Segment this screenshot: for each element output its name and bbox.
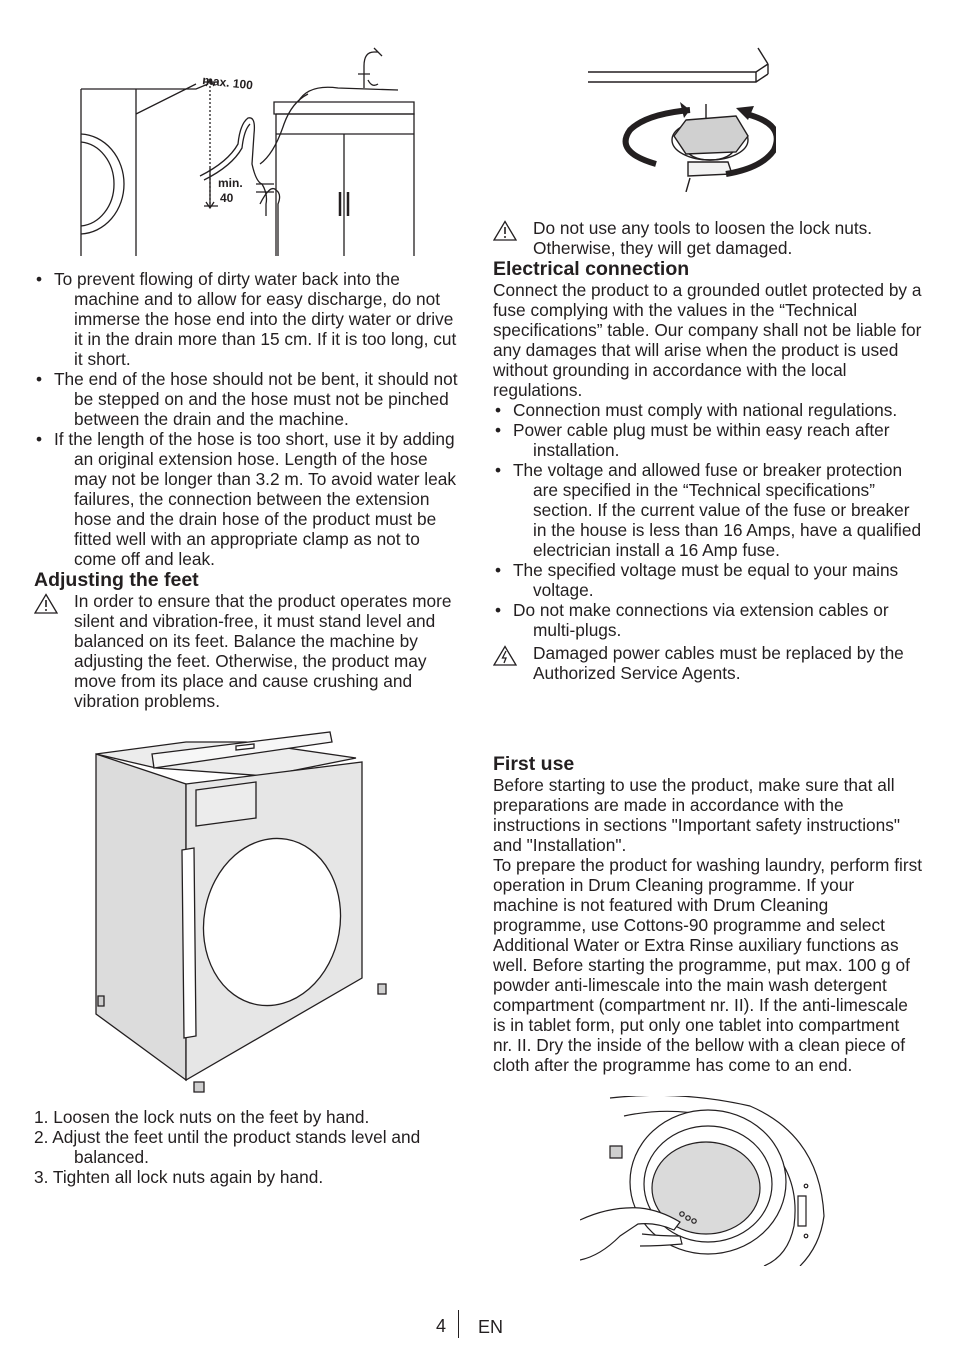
warning-icon bbox=[34, 593, 58, 614]
list-item: Connection must comply with national reg… bbox=[493, 400, 923, 420]
max-height-label: max. 100 bbox=[202, 73, 254, 92]
paragraph: Before starting to use the product, make… bbox=[493, 775, 901, 855]
hose-instructions: To prevent flowing of dirty water back i… bbox=[34, 269, 459, 711]
section-heading-adjusting-feet: Adjusting the feet bbox=[34, 569, 199, 591]
list-item: The specified voltage must be equal to y… bbox=[493, 560, 923, 600]
tools-warning: Do not use any tools to loosen the lock … bbox=[493, 218, 923, 258]
first-use-section: First use Before starting to use the pro… bbox=[493, 753, 923, 1075]
section-heading-electrical: Electrical connection bbox=[493, 258, 690, 280]
section-heading-first-use: First use bbox=[493, 753, 575, 775]
warning-text: Damaged power cables must be replaced by… bbox=[533, 643, 904, 683]
warning-text: In order to ensure that the product oper… bbox=[74, 591, 452, 711]
machine-feet-figure bbox=[95, 731, 387, 1093]
lock-nut-figure bbox=[588, 47, 776, 192]
paragraph: To prepare the product for washing laund… bbox=[493, 855, 923, 1075]
warning-text: Do not use any tools to loosen the lock … bbox=[533, 218, 873, 258]
list-item: Do not make connections via extension ca… bbox=[493, 600, 923, 640]
language-code: EN bbox=[478, 1317, 504, 1337]
min-height-label: min. bbox=[218, 176, 243, 190]
list-item: Power cable plug must be within easy rea… bbox=[493, 420, 923, 460]
list-item: 3. Tighten all lock nuts again by hand. bbox=[34, 1167, 324, 1187]
cable-warning: Damaged power cables must be replaced by… bbox=[493, 643, 923, 683]
list-item: To prevent flowing of dirty water back i… bbox=[34, 269, 459, 369]
warning-icon bbox=[493, 220, 517, 241]
list-item: The end of the hose should not be bent, … bbox=[34, 369, 459, 429]
electric-hazard-icon bbox=[493, 645, 517, 666]
feet-warning: In order to ensure that the product oper… bbox=[34, 591, 459, 711]
paragraph: Connect the product to a grounded outlet… bbox=[493, 280, 922, 400]
list-item: 2. Adjust the feet until the product sta… bbox=[34, 1127, 421, 1167]
list-item: The voltage and allowed fuse or breaker … bbox=[493, 460, 923, 560]
footer-divider bbox=[458, 1310, 459, 1338]
hose-installation-figure: max. 100 min. 40 bbox=[80, 47, 415, 256]
list-item: 1. Loosen the lock nuts on the feet by h… bbox=[34, 1107, 370, 1127]
feet-steps: 1. Loosen the lock nuts on the feet by h… bbox=[34, 1107, 459, 1187]
min-height-value: 40 bbox=[220, 191, 234, 205]
electrical-section: Do not use any tools to loosen the lock … bbox=[493, 218, 923, 683]
drum-cleaning-figure bbox=[580, 1096, 825, 1266]
page-number: 4 bbox=[436, 1316, 447, 1336]
list-item: If the length of the hose is too short, … bbox=[34, 429, 459, 569]
